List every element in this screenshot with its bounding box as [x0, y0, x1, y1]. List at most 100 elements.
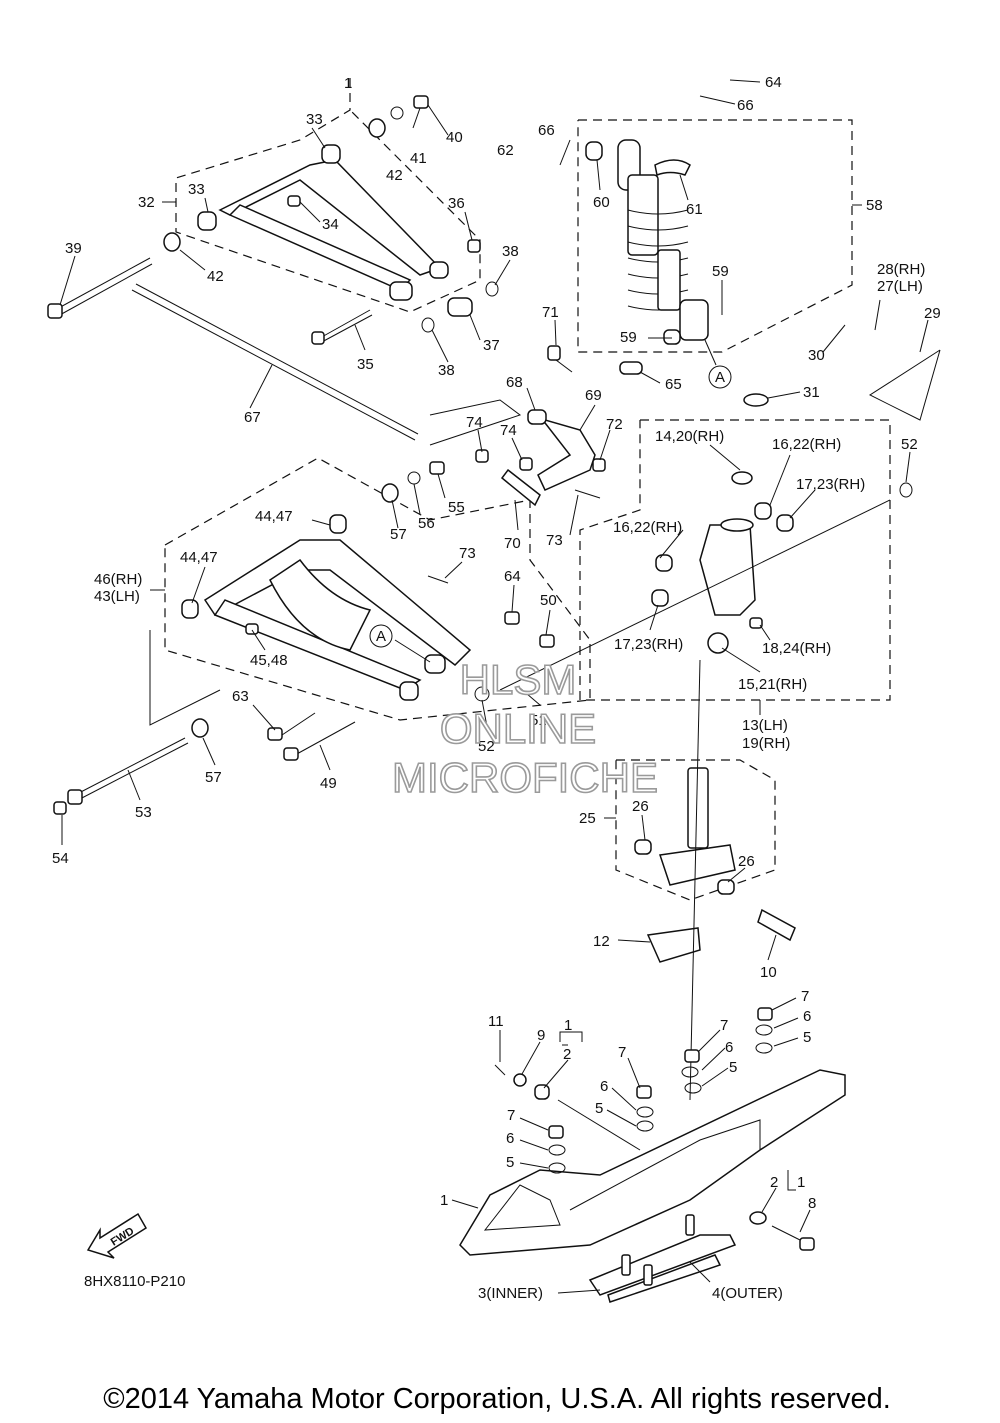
callout: 42: [207, 268, 224, 285]
lower-arm: [53, 461, 555, 815]
leader-lines: [59, 79, 929, 1294]
watermark-line-3: MICROFICHE: [392, 754, 658, 801]
tie-rod: [131, 283, 419, 441]
callout: 3(INNER): [478, 1285, 543, 1302]
callout: 1: [344, 75, 352, 92]
callout: 38: [502, 243, 519, 260]
callout: 45,48: [250, 652, 288, 669]
callout: 44,47: [255, 508, 293, 525]
callout: 8: [808, 1195, 816, 1212]
callout: 33: [306, 111, 323, 128]
callout: 54: [52, 850, 69, 867]
callout: 19(RH): [742, 735, 790, 752]
callout: 64: [504, 568, 521, 585]
callout: 60: [593, 194, 610, 211]
callout: 64: [765, 74, 782, 91]
watermark: HLSM ONLINE MICROFICHE: [391, 655, 659, 802]
callout: 17,23(RH): [796, 476, 865, 493]
callout: 6: [600, 1078, 608, 1095]
callout: 15,21(RH): [738, 676, 807, 693]
steering-knuckle: [499, 393, 913, 691]
callout: 16,22(RH): [772, 436, 841, 453]
callout: 46(RH): [94, 571, 142, 588]
callout: 49: [320, 775, 337, 792]
callout: 5: [803, 1029, 811, 1046]
callout: 57: [205, 769, 222, 786]
callout: 66: [737, 97, 754, 114]
callout: 40: [446, 129, 463, 146]
callout: 57: [390, 526, 407, 543]
callout: 55: [448, 499, 465, 516]
callout: 73: [459, 545, 476, 562]
callout: 59: [620, 329, 637, 346]
callout: 2: [770, 1174, 778, 1191]
callout: 4(OUTER): [712, 1285, 783, 1302]
callout: 9: [537, 1027, 545, 1044]
ski: [459, 1007, 846, 1303]
callout: 42: [386, 167, 403, 184]
callout-labels: 64 66 66 62 60 61 58 59 59 65 A 1 40 33 …: [52, 74, 941, 1302]
callout: 16,22(RH): [613, 519, 682, 536]
callout: 70: [504, 535, 521, 552]
callout: 6: [506, 1130, 514, 1147]
callout: A: [376, 628, 386, 645]
callout: 10: [760, 964, 777, 981]
reference-circles: [369, 365, 732, 648]
callout: 1: [440, 1192, 448, 1209]
callout: 18,24(RH): [762, 640, 831, 657]
callout: 61: [686, 201, 703, 218]
callout: 1: [564, 1017, 572, 1034]
callout: 7: [720, 1017, 728, 1034]
callout: 29: [924, 305, 941, 322]
callout: 11: [488, 1013, 504, 1030]
callout: 2: [563, 1046, 571, 1063]
callout: 5: [506, 1154, 514, 1171]
callout: 74: [500, 422, 517, 439]
callout: 1: [797, 1174, 805, 1191]
callout: 12: [593, 933, 610, 950]
callout: 52: [901, 436, 918, 453]
upper-a-arm: [47, 95, 499, 345]
callout: 51: [530, 712, 547, 729]
callout: 52: [478, 738, 495, 755]
callout: 58: [866, 197, 883, 214]
callout: 67: [244, 409, 261, 426]
callout: 73: [546, 532, 563, 549]
callout: 37: [483, 337, 500, 354]
shock-absorber: [585, 139, 709, 375]
callout: 32: [138, 194, 155, 211]
fwd-arrow-icon: FWD: [86, 1212, 148, 1259]
callout: 25: [579, 810, 596, 827]
callout: 26: [738, 853, 755, 870]
callout: 13(LH): [742, 717, 788, 734]
callout: 30: [808, 347, 825, 364]
callout: 59: [712, 263, 729, 280]
callout: 7: [801, 988, 809, 1005]
callout: 14,20(RH): [655, 428, 724, 445]
callout: 38: [438, 362, 455, 379]
callout: 26: [632, 798, 649, 815]
assembly-outlines: [149, 78, 941, 901]
callout: 17,23(RH): [614, 636, 683, 653]
callout: 62: [497, 142, 514, 159]
callout: A: [715, 369, 725, 386]
watermark-line-2: ONLINE: [440, 705, 596, 752]
callout: 35: [357, 356, 374, 373]
callout: 6: [803, 1008, 811, 1025]
watermark-line-1: HLSM: [460, 656, 577, 703]
callout: 74: [466, 414, 483, 431]
callout: 56: [418, 515, 435, 532]
copyright-notice: ©2014 Yamaha Motor Corporation, U.S.A. A…: [103, 1383, 891, 1415]
callout: 43(LH): [94, 588, 140, 605]
callout: 63: [232, 688, 249, 705]
callout: 65: [665, 376, 682, 393]
callout: 31: [803, 384, 820, 401]
callout: 69: [585, 387, 602, 404]
callout: 72: [606, 416, 623, 433]
callout: 68: [506, 374, 523, 391]
callout: 41: [410, 150, 427, 167]
callout: 7: [507, 1107, 515, 1124]
ski-column: [634, 659, 796, 1101]
callout: 53: [135, 804, 152, 821]
